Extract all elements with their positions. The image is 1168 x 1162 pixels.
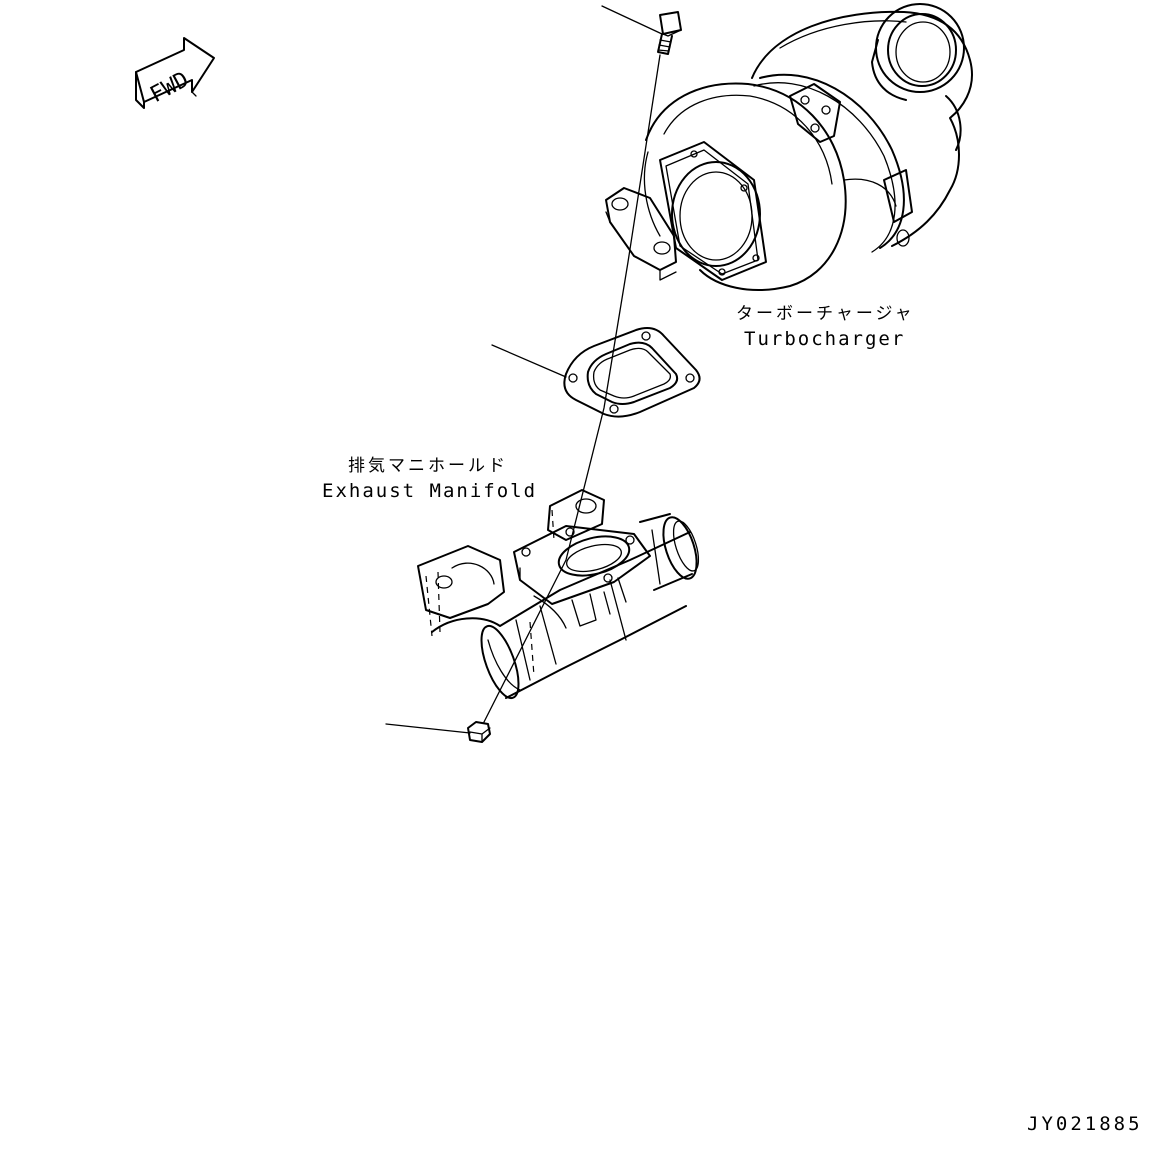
fwd-label: FWD	[146, 67, 193, 108]
turbocharger-label: Turbocharger	[744, 328, 906, 350]
leader-lines	[385, 5, 663, 734]
nut-icon	[467, 721, 491, 743]
exhaust-manifold-label: Exhaust Manifold	[322, 480, 538, 502]
turbocharger-drawing	[605, 3, 973, 291]
drawing-code: JY021885	[1027, 1113, 1143, 1135]
exhaust-manifold-label-jp: 排気マニホールド	[348, 456, 508, 476]
assembly-centerline	[483, 54, 661, 723]
fwd-arrow-icon: FWD	[135, 37, 215, 109]
gasket-drawing	[563, 327, 701, 418]
exhaust-manifold-drawing	[417, 489, 700, 700]
bolt-icon	[657, 11, 682, 55]
turbocharger-label-jp: ターボーチャージャ	[736, 304, 915, 324]
